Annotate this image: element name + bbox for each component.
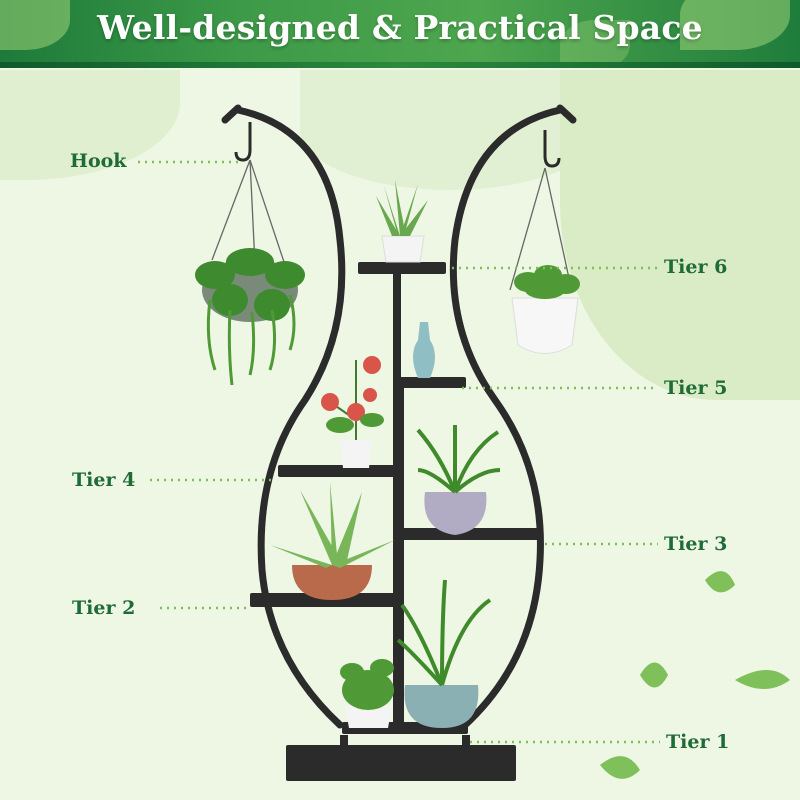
- shelf-tier-2: [250, 593, 400, 607]
- title-banner: Well-designed & Practical Space: [0, 0, 800, 62]
- stand-posts: [393, 268, 404, 730]
- label-tier-4: Tier 4: [72, 469, 136, 491]
- label-tier-2: Tier 2: [72, 597, 136, 619]
- plant-tier-2: [270, 482, 395, 600]
- plant-tier-3: [416, 425, 501, 535]
- shelf-tier-3: [398, 528, 540, 540]
- label-tier-5: Tier 5: [664, 377, 728, 399]
- plant-tier-6: [376, 180, 428, 263]
- label-tier-6: Tier 6: [664, 256, 728, 278]
- label-hook: Hook: [70, 150, 127, 172]
- hanging-plant-right: [511, 265, 580, 354]
- hanging-plant-left: [195, 248, 305, 386]
- leaf-icon: [600, 571, 790, 779]
- label-leader-lines: [138, 160, 660, 744]
- shelf-tier-4: [278, 465, 398, 477]
- leaf-icon: [560, 20, 630, 62]
- label-tier-1: Tier 1: [666, 731, 730, 753]
- shelf-tier-6: [358, 262, 446, 274]
- stand-frame: [221, 104, 577, 729]
- label-tier-3: Tier 3: [664, 533, 728, 555]
- plant-tier-5: [321, 322, 435, 468]
- page-title: Well-designed & Practical Space: [97, 8, 703, 47]
- banner-divider: [0, 62, 800, 68]
- shelf-tier-5: [398, 377, 466, 388]
- hook-icon: [234, 122, 561, 168]
- stand-base: [286, 745, 516, 781]
- plant-tier-1: [340, 579, 492, 728]
- bg-blob-center: [300, 70, 600, 190]
- hanging-chains: [211, 159, 573, 293]
